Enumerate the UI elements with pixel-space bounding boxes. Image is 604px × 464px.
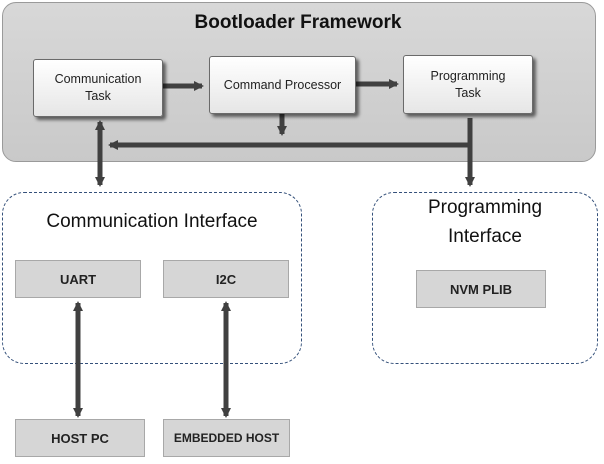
programming-task-box: Programming Task	[403, 55, 533, 114]
host-pc-box: HOST PC	[15, 419, 145, 457]
embedded-host-box: EMBEDDED HOST	[163, 419, 290, 457]
nvm-plib-label: NVM PLIB	[449, 281, 513, 297]
host-pc-label: HOST PC	[51, 430, 109, 446]
framework-title: Bootloader Framework	[194, 12, 402, 33]
i2c-label: I2C	[215, 271, 237, 287]
command-processor-box: Command Processor	[209, 56, 356, 114]
programming-task-label: Programming Task	[430, 68, 506, 100]
nvm-plib-box: NVM PLIB	[416, 270, 546, 308]
communication-task-label: Communication Task	[54, 72, 142, 103]
programming-interface-title: Programming Interface	[427, 197, 543, 247]
uart-box: UART	[15, 260, 141, 298]
uart-label: UART	[59, 271, 97, 287]
command-processor-label: Command Processor	[223, 77, 342, 92]
embedded-host-label: EMBEDDED HOST	[173, 431, 280, 445]
communication-task-box: Communication Task	[33, 59, 163, 117]
i2c-box: I2C	[163, 260, 289, 298]
communication-interface-title: Communication Interface	[46, 211, 258, 232]
